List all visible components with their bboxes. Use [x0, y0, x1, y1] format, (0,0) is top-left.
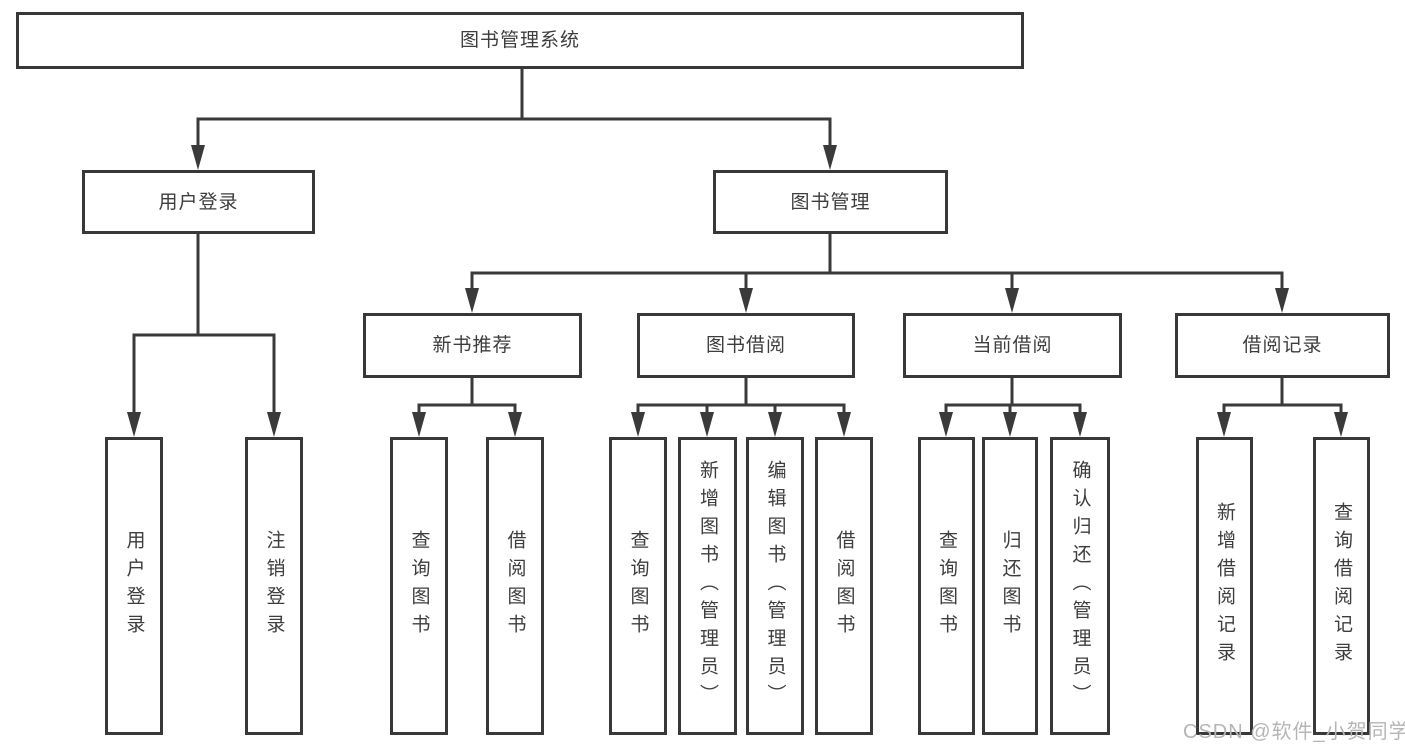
- arrow-down-icon: [1073, 412, 1087, 437]
- connector-current-borrow-group: [944, 376, 1082, 416]
- leaf-current-query-book: 查询图书: [918, 437, 975, 735]
- arrow-down-icon: [1003, 412, 1017, 437]
- arrow-down-icon: [939, 412, 953, 437]
- csdn-watermark: CSDN @软件_小贺同学: [1183, 721, 1405, 743]
- node-label: 用户登录: [158, 191, 239, 213]
- node-label: 借阅图书: [504, 530, 526, 642]
- arrow-down-icon: [837, 412, 851, 437]
- node-label: 注销登录: [263, 530, 285, 642]
- node-current-borrow: 当前借阅: [903, 313, 1122, 378]
- arrow-down-icon: [631, 412, 645, 437]
- node-new-book-recommend: 新书推荐: [363, 313, 582, 378]
- node-borrow-record: 借阅记录: [1175, 313, 1390, 378]
- arrow-down-icon: [191, 145, 205, 170]
- node-label: 借阅记录: [1242, 335, 1323, 356]
- leaf-edit-book-admin: 编辑图书（管理员）: [746, 437, 804, 735]
- arrow-down-icon: [508, 412, 522, 437]
- leaf-return-book: 归还图书: [982, 437, 1038, 735]
- arrow-down-icon: [465, 288, 479, 313]
- leaf-logout: 注销登录: [245, 437, 303, 735]
- node-label: 当前借阅: [972, 335, 1053, 356]
- node-label: 归还图书: [999, 530, 1021, 642]
- leaf-borrow-borrow-book: 借阅图书: [815, 437, 873, 735]
- leaf-recommend-query-book: 查询图书: [390, 437, 448, 735]
- node-label: 新书推荐: [432, 335, 513, 356]
- arrow-down-icon: [412, 412, 426, 437]
- leaf-add-book-admin: 新增图书（管理员）: [678, 437, 737, 735]
- node-label: 编辑图书（管理员）: [764, 460, 786, 712]
- leaf-recommend-borrow-book: 借阅图书: [486, 437, 544, 735]
- leaf-confirm-return-admin: 确认归还（管理员）: [1050, 437, 1110, 735]
- connector-user-login-group: [132, 232, 276, 416]
- leaf-query-borrow-record: 查询借阅记录: [1313, 437, 1370, 735]
- leaf-add-borrow-record: 新增借阅记录: [1196, 437, 1253, 735]
- connector-book-management-group: [470, 232, 1284, 292]
- node-label: 查询图书: [408, 530, 430, 642]
- arrow-down-icon: [1217, 412, 1231, 437]
- arrow-down-icon: [1005, 288, 1019, 313]
- arrow-down-icon: [267, 412, 281, 437]
- node-label: 借阅图书: [833, 530, 855, 642]
- connector-root-to-level2: [196, 67, 832, 149]
- node-label: 用户登录: [123, 530, 145, 642]
- arrow-down-icon: [127, 412, 141, 437]
- leaf-user-login: 用户登录: [105, 437, 163, 735]
- node-label: 图书管理: [790, 191, 871, 213]
- arrow-down-icon: [1275, 288, 1289, 313]
- arrow-down-icon: [739, 288, 753, 313]
- node-label: 查询图书: [627, 530, 649, 642]
- node-label: 图书借阅: [705, 335, 786, 356]
- connector-borrow-record-group: [1222, 376, 1343, 416]
- connector-book-borrow-group: [636, 376, 846, 416]
- arrow-down-icon: [823, 145, 837, 170]
- node-user-login: 用户登录: [82, 170, 315, 234]
- node-book-borrow: 图书借阅: [637, 313, 855, 378]
- node-label: 查询借阅记录: [1331, 502, 1352, 670]
- node-root-system: 图书管理系统: [16, 12, 1024, 69]
- leaf-borrow-query-book: 查询图书: [609, 437, 667, 735]
- node-label: 新增借阅记录: [1214, 502, 1235, 670]
- arrow-down-icon: [700, 412, 714, 437]
- node-label: 查询图书: [936, 530, 957, 642]
- node-label: 确认归还（管理员）: [1069, 460, 1091, 712]
- connector-new-book-group: [417, 376, 517, 416]
- node-label: 新增图书（管理员）: [697, 460, 718, 712]
- node-label: 图书管理系统: [459, 30, 580, 51]
- arrow-down-icon: [1334, 412, 1348, 437]
- arrow-down-icon: [768, 412, 782, 437]
- node-book-management: 图书管理: [713, 170, 948, 234]
